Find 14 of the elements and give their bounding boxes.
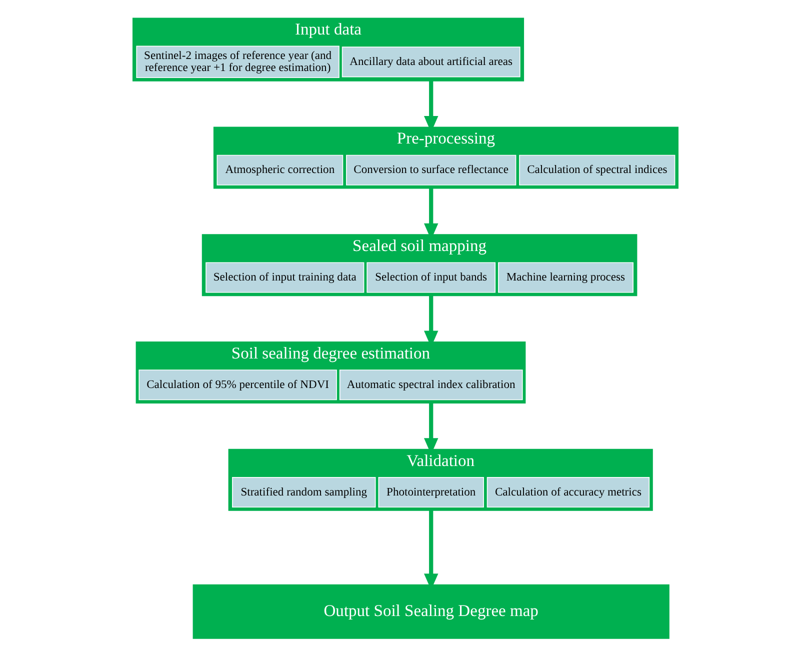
node-box: Photointerpretation [378,476,484,508]
node-box: Sentinel-2 images of reference year (and reference year +1 for degree estimation) [136,46,340,78]
node-box: Selection of input training data [206,262,364,293]
node-box: Conversion to surface reflectance [346,154,516,186]
node-box: Automatic spectral index calibration [339,370,523,400]
node-box: Machine learning process [498,262,634,293]
node-box: Calculation of spectral indices [519,154,676,186]
node-box: Calculation of 95% percentile of NDVI [138,370,337,400]
node-box: Selection of input bands [366,262,496,293]
node-box: Ancillary data about artificial areas [342,46,520,78]
node-box: Output Soil Sealing Degree map [192,584,670,639]
node-box: Calculation of accuracy metrics [486,476,650,508]
node-box: Atmospheric correction [216,154,344,186]
node-box: Stratified random sampling [232,476,376,508]
